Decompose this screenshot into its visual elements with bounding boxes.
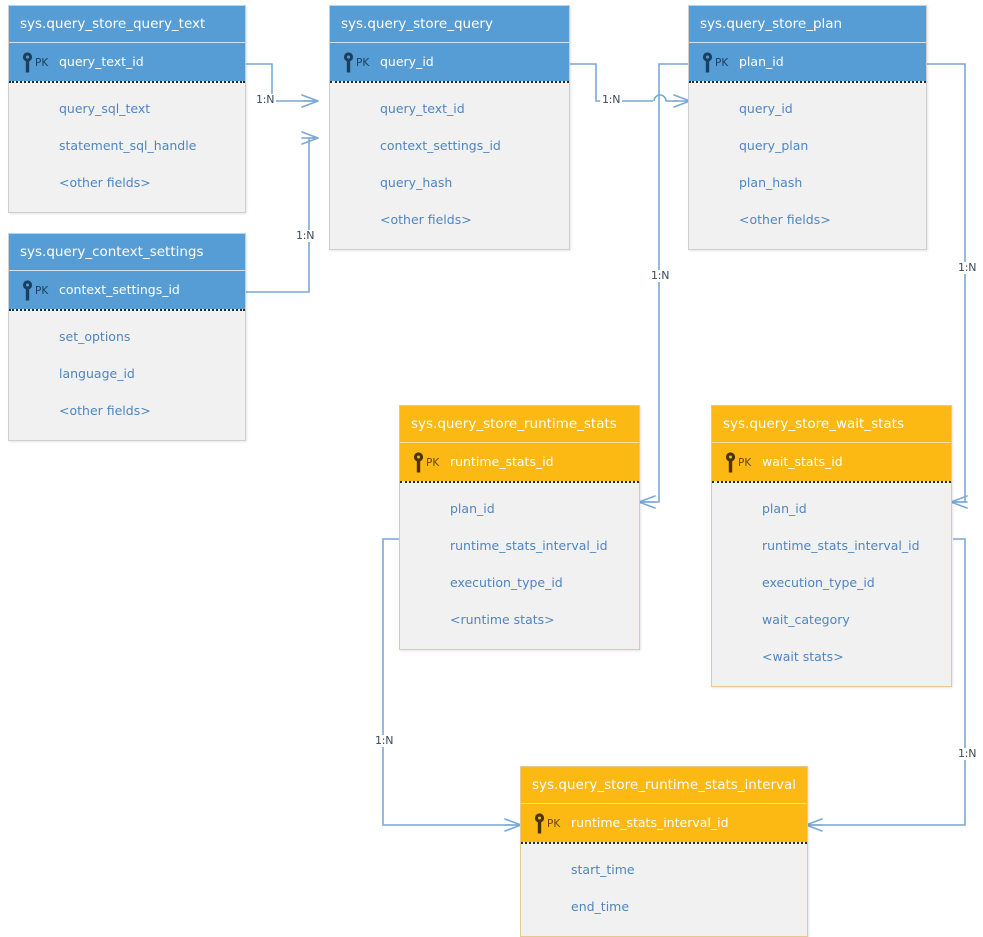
pk-field-name: context_settings_id [59,282,180,297]
cardinality-label-r1: 1:N [254,93,277,106]
entity-field: plan_hash [739,175,803,190]
entity-field: query_sql_text [59,101,151,116]
pk-field-name: wait_stats_id [762,454,843,469]
entity-field: execution_type_id [450,575,563,590]
entity-field-list: query_sql_text statement_sql_handle <oth… [9,83,245,212]
arrowhead-r5 [950,495,968,509]
entity-field: <other fields> [739,212,831,227]
cardinality-label-r7: 1:N [956,747,979,760]
arrowhead-r2 [301,131,319,145]
pk-separator [400,481,639,483]
entity-pk-row[interactable]: PK runtime_stats_id [400,443,639,481]
entity-field: context_settings_id [380,138,501,153]
key-icon [22,280,33,301]
key-icon [702,52,713,73]
entity-pk-row[interactable]: PK context_settings_id [9,271,245,309]
arrowhead-r4 [638,495,656,509]
entity-query-store-runtime-stats-interval[interactable]: sys.query_store_runtime_stats_interval P… [520,766,808,937]
pk-tag: PK [738,457,752,469]
entity-query-context-settings[interactable]: sys.query_context_settings PK context_se… [8,233,246,441]
pk-separator [9,81,245,83]
entity-query-store-runtime-stats[interactable]: sys.query_store_runtime_stats PK runtime… [399,405,640,650]
entity-query-store-plan[interactable]: sys.query_store_plan PK plan_id query_id… [688,5,927,250]
pk-tag: PK [547,818,561,830]
entity-query-store-wait-stats[interactable]: sys.query_store_wait_stats PK wait_stats… [711,405,952,687]
entity-field: query_id [739,101,793,116]
entity-field-list: plan_id runtime_stats_interval_id execut… [712,483,951,686]
entity-field: <wait stats> [762,649,844,664]
pk-field-name: runtime_stats_interval_id [571,815,729,830]
entity-field: set_options [59,329,131,344]
pk-tag: PK [715,57,729,69]
pk-tag: PK [356,57,370,69]
entity-field: <other fields> [380,212,472,227]
entity-pk-row[interactable]: PK query_id [330,43,569,81]
connector-r2 [246,137,316,293]
entity-field: <other fields> [59,175,151,190]
entity-title: sys.query_store_plan [689,6,926,43]
pk-separator [330,81,569,83]
entity-field-list: query_text_id context_settings_id query_… [330,83,569,249]
entity-pk-row[interactable]: PK plan_id [689,43,926,81]
arrowhead-r1 [301,94,319,108]
cardinality-label-r4: 1:N [649,269,672,282]
entity-field: wait_category [762,612,850,627]
entity-title: sys.query_store_query [330,6,569,43]
entity-field: query_hash [380,175,453,190]
entity-title: sys.query_store_runtime_stats_interval [521,767,807,804]
entity-field: <other fields> [59,403,151,418]
entity-title: sys.query_context_settings [9,234,245,271]
entity-query-store-query-text[interactable]: sys.query_store_query_text PK query_text… [8,5,246,213]
arrowhead-r7 [805,818,823,832]
entity-field: statement_sql_handle [59,138,197,153]
entity-field-list: plan_id runtime_stats_interval_id execut… [400,483,639,649]
entity-field: language_id [59,366,135,381]
entity-pk-row[interactable]: PK query_text_id [9,43,245,81]
pk-tag: PK [426,457,440,469]
entity-field: start_time [571,862,635,877]
entity-field: plan_id [762,501,807,516]
arrowhead-r6 [504,818,522,832]
pk-separator [9,309,245,311]
entity-field: execution_type_id [762,575,875,590]
entity-field: runtime_stats_interval_id [762,538,920,553]
entity-title: sys.query_store_query_text [9,6,245,43]
connector-r3-hop [653,94,678,102]
connector-r4 [641,63,688,503]
pk-tag: PK [35,57,49,69]
pk-field-name: runtime_stats_id [450,454,554,469]
entity-field: runtime_stats_interval_id [450,538,608,553]
entity-field: query_plan [739,138,809,153]
entity-field-list: start_time end_time [521,844,807,936]
cardinality-label-r6: 1:N [373,734,396,747]
key-icon [534,813,545,834]
pk-separator [712,481,951,483]
key-icon [343,52,354,73]
entity-query-store-query[interactable]: sys.query_store_query PK query_id query_… [329,5,570,250]
key-icon [413,452,424,473]
pk-field-name: query_text_id [59,54,144,69]
cardinality-label-r5: 1:N [956,261,979,274]
entity-title: sys.query_store_wait_stats [712,406,951,443]
entity-pk-row[interactable]: PK wait_stats_id [712,443,951,481]
entity-pk-row[interactable]: PK runtime_stats_interval_id [521,804,807,842]
entity-field: <runtime stats> [450,612,555,627]
cardinality-label-r3: 1:N [600,93,623,106]
pk-separator [521,842,807,844]
entity-field-list: query_id query_plan plan_hash <other fie… [689,83,926,249]
pk-separator [689,81,926,83]
entity-field: end_time [571,899,630,914]
key-icon [725,452,736,473]
pk-tag: PK [35,285,49,297]
cardinality-label-r2: 1:N [294,229,317,242]
entity-field: plan_id [450,501,495,516]
entity-field-list: set_options language_id <other fields> [9,311,245,440]
entity-title: sys.query_store_runtime_stats [400,406,639,443]
pk-field-name: plan_id [739,54,784,69]
key-icon [22,52,33,73]
entity-field: query_text_id [380,101,465,116]
pk-field-name: query_id [380,54,434,69]
